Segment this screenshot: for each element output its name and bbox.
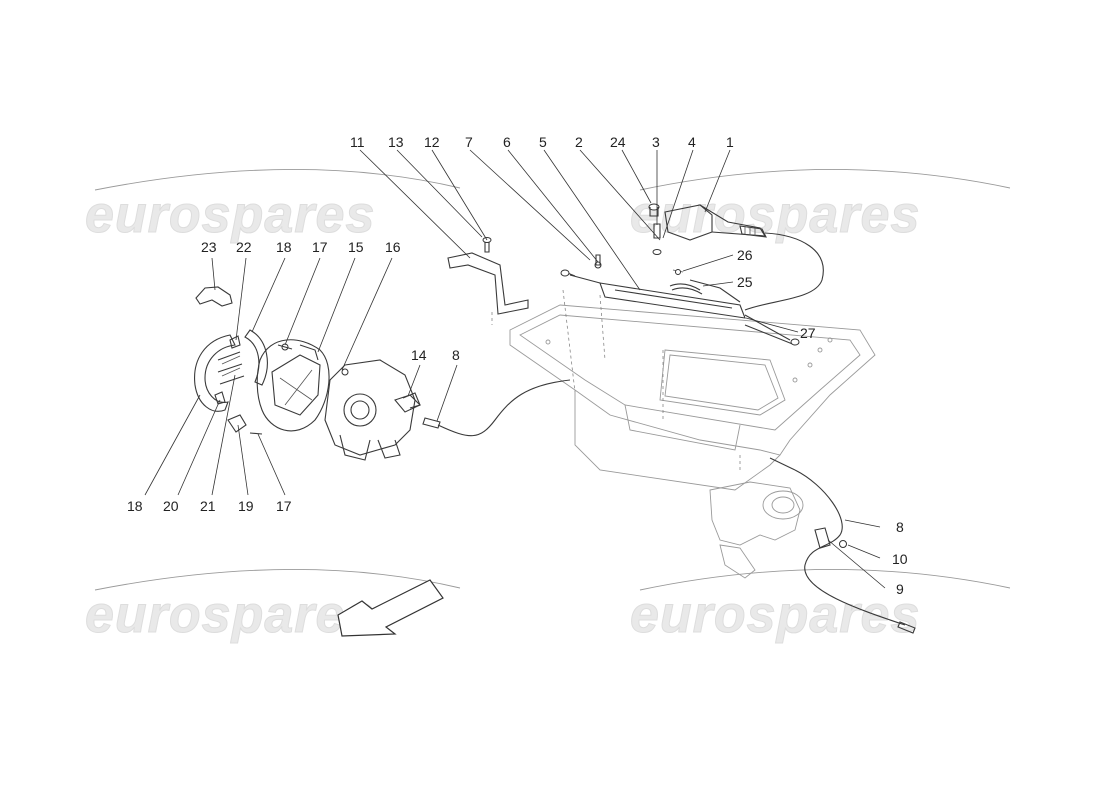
direction-arrow [337,579,444,637]
callout-15: 15 [348,239,364,255]
gearbox-housing [509,289,876,491]
callout-4: 4 [688,134,696,150]
callout-16: 16 [385,239,401,255]
callout-7: 7 [465,134,473,150]
callout-27: 27 [800,325,816,341]
callout-8-bottom: 8 [896,519,904,535]
brake-shoes [194,329,268,412]
callout-8-top: 8 [452,347,460,363]
callout-19: 19 [238,498,254,514]
callout-13: 13 [388,134,404,150]
callout-22: 22 [236,239,252,255]
hub-carrier [324,359,441,461]
handbrake-actuator [648,203,767,255]
callout-14: 14 [411,347,427,363]
callout-20: 20 [163,498,179,514]
upper-cable [744,232,824,311]
callout-11: 11 [350,134,365,150]
callout-3: 3 [652,134,660,150]
callout-1: 1 [726,134,734,150]
callout-17-bottom: 17 [276,498,292,514]
mounting-bracket [447,237,529,325]
rear-mount [709,457,916,634]
backing-plate [256,339,349,432]
cable-equalizer [560,254,800,346]
callout-23: 23 [201,239,217,255]
callout-12: 12 [424,134,440,150]
rear-cable [437,379,571,437]
callout-24: 24 [610,134,626,150]
callout-labels: 11 13 12 7 6 5 2 24 3 4 1 26 25 27 23 22… [127,134,908,597]
watermark-group: eurospares eurospares eurospares eurospa… [85,169,1011,645]
watermark-bottom-right: eurospares [630,586,920,644]
callout-6: 6 [503,134,511,150]
callout-18-bottom: 18 [127,498,143,514]
callout-21: 21 [200,498,216,514]
watermark-top-right: eurospares [630,186,920,244]
callout-17-top: 17 [312,239,328,255]
callout-9: 9 [896,581,904,597]
callout-10: 10 [892,551,908,567]
callout-25: 25 [737,274,753,290]
leader-lines [144,149,886,589]
watermark-bottom-left: eurospares [85,586,375,644]
callout-26: 26 [737,247,753,263]
watermark-top-left: eurospares [85,186,375,244]
callout-5: 5 [539,134,547,150]
callout-2: 2 [575,134,583,150]
callout-18-top: 18 [276,239,292,255]
small-parts [195,286,263,435]
